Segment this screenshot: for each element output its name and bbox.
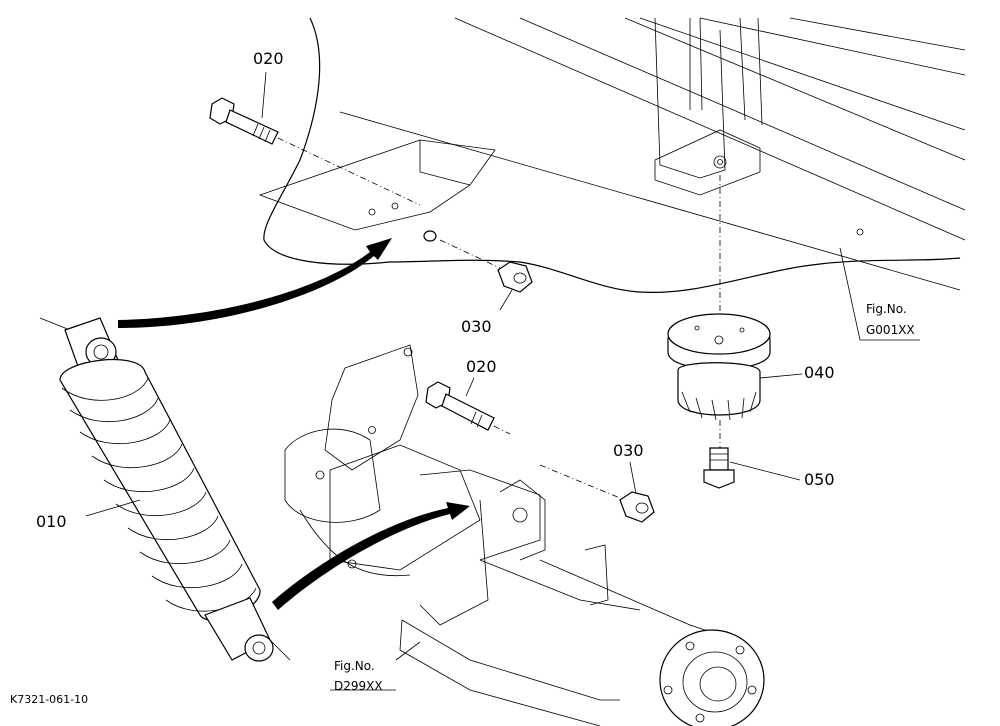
lower-axle-assembly (284, 344, 765, 726)
callout-030-upper: 030 (461, 317, 492, 336)
fig-ref-lower-code: D299XX (334, 679, 383, 693)
arrow-lower (272, 502, 470, 610)
nut-upper-part (439, 239, 533, 293)
callout-030-lower: 030 (613, 441, 644, 460)
callout-020-upper: 020 (253, 49, 284, 68)
drawing-code: K7321-061-10 (10, 693, 88, 706)
callout-010: 010 (36, 512, 67, 531)
nut-lower-part (539, 464, 655, 523)
mount-bolt-part (703, 447, 735, 489)
fig-ref-lower-label: Fig.No. (334, 659, 375, 673)
shock-absorber-part (39, 317, 291, 662)
leader-lines (85, 71, 920, 691)
callout-050: 050 (804, 470, 835, 489)
callout-040: 040 (804, 363, 835, 382)
arrow-upper (118, 238, 392, 328)
bolt-lower-part (425, 381, 511, 435)
upper-frame (258, 17, 966, 294)
rubber-mount-part (667, 175, 771, 450)
callout-020-lower: 020 (466, 357, 497, 376)
fig-ref-upper-code: G001XX (866, 323, 915, 337)
fig-ref-upper-label: Fig.No. (866, 302, 907, 316)
bolt-upper-part (209, 97, 421, 206)
